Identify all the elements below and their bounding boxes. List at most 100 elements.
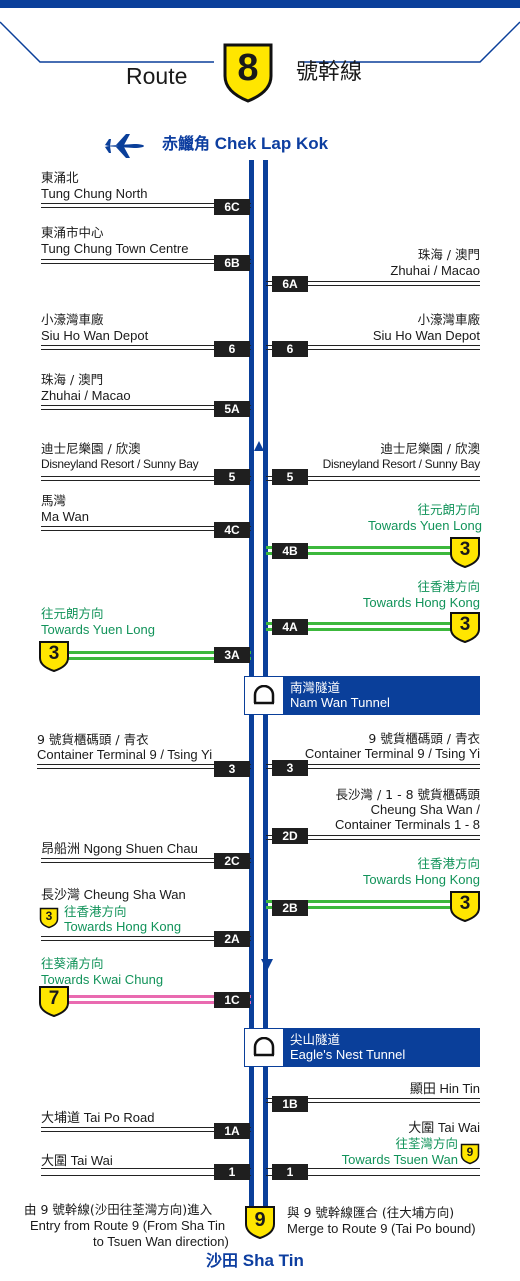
exit-1-right-badge: 1 (272, 1164, 308, 1180)
north-destination-en: Chek Lap Kok (214, 134, 329, 153)
entry-route-9-zh: 由 9 號幹線(沙田往荃灣方向)進入 (24, 1202, 213, 1217)
exit-6a-zh: 珠海 / 澳門 (417, 247, 480, 262)
exit-1a-label: 大埔道 Tai Po Road (41, 1110, 155, 1125)
exit-2b-badge: 2B (272, 900, 308, 916)
exit-1b-label: 顯田 Hin Tin (409, 1081, 480, 1096)
exit-4a-zh: 往香港方向 (417, 579, 480, 594)
exit-5a-line (41, 405, 251, 407)
south-destination-zh: 沙田 (206, 1251, 239, 1270)
exit-4b-zh: 往元朗方向 (417, 502, 480, 517)
south-destination-en: Sha Tin (242, 1251, 304, 1270)
north-destination-zh: 赤鱲角 (162, 134, 211, 153)
exit-2a-route-3-shield: 3 (39, 907, 59, 929)
entry-route-9-en2: to Tsuen Wan direction) (93, 1234, 229, 1249)
exit-1-right-route-9-shield: 9 (460, 1143, 480, 1165)
exit-1c-badge: 1C (214, 992, 250, 1008)
exit-5a-line2 (41, 409, 251, 411)
tunnel-icon (253, 685, 275, 705)
exit-5a-badge: 5A (214, 401, 250, 417)
exit-1b-line (266, 1098, 480, 1100)
exit-6-left-en: Siu Ho Wan Depot (41, 328, 149, 343)
exit-3-left-line2 (37, 768, 251, 770)
exit-1-left-badge: 1 (214, 1164, 250, 1180)
nam-wan-tunnel: 南灣隧道 Nam Wan Tunnel (244, 676, 480, 715)
exit-3-left-badge: 3 (214, 761, 250, 777)
exit-1-left-line (41, 1168, 251, 1170)
exit-1c-route-7-shield: 7 (38, 985, 70, 1017)
exit-1-left-label: 大圍 Tai Wai (41, 1153, 113, 1168)
exit-2c-badge: 2C (214, 853, 250, 869)
exit-2a-en: Towards Hong Kong (64, 919, 182, 934)
exit-6-right-badge: 6 (272, 341, 308, 357)
exit-4b-route-number: 3 (459, 539, 471, 560)
exit-1-right-route-number: 9 (466, 1145, 474, 1159)
route-9-shield: 9 (244, 1205, 276, 1239)
exit-5a-en: Zhuhai / Macao (41, 388, 131, 403)
exit-2a-badge: 2A (214, 931, 250, 947)
exit-2c-label: 昂船洲 Ngong Shuen Chau (41, 841, 198, 856)
exit-4c-en: Ma Wan (41, 509, 89, 524)
exit-6c-zh: 東涌北 (41, 170, 79, 185)
eagles-nest-tunnel: 尖山隧道 Eagle's Nest Tunnel (244, 1028, 480, 1067)
exit-1-right-line (266, 1168, 480, 1170)
exit-1-right-en: Towards Tsuen Wan (341, 1152, 458, 1167)
exit-4b-connector (266, 546, 456, 555)
exit-2b-zh: 往香港方向 (417, 856, 480, 871)
exit-3a-badge: 3A (214, 647, 250, 663)
exit-1c-zh: 往葵涌方向 (41, 956, 104, 971)
exit-3-right-line (266, 764, 480, 766)
merge-route-9-en: Merge to Route 9 (Tai Po bound) (287, 1221, 476, 1236)
route-9-number: 9 (254, 1209, 266, 1231)
exit-2c-line2 (41, 862, 251, 864)
exit-6-right-zh: 小濠灣車廠 (417, 312, 480, 327)
exit-3-right-zh: 9 號貨櫃碼頭 / 青衣 (368, 731, 480, 746)
exit-6c-line (41, 203, 251, 205)
exit-6-right-en: Siu Ho Wan Depot (372, 328, 480, 343)
exit-6b-line2 (41, 263, 251, 265)
exit-4a-route-number: 3 (459, 614, 471, 635)
exit-6c-en: Tung Chung North (41, 186, 148, 201)
exit-2a-line1: 長沙灣 Cheung Sha Wan (41, 887, 186, 902)
airplane-icon (104, 134, 144, 158)
exit-4a-connector (266, 622, 456, 631)
northbound-arrow-icon (254, 441, 264, 451)
exit-1c-connector (66, 995, 251, 1004)
nam-wan-tunnel-en: Nam Wan Tunnel (290, 695, 390, 710)
southbound-arrow-icon (261, 959, 273, 971)
exit-4a-en: Towards Hong Kong (362, 595, 480, 610)
exit-4b-en: Towards Yuen Long (368, 518, 482, 533)
exit-2d-line2 (266, 839, 480, 841)
merge-route-9-zh: 與 9 號幹線匯合 (往大埔方向) (287, 1205, 455, 1220)
exit-1-right-line1: 大圍 Tai Wai (408, 1120, 480, 1135)
exit-2d-en1: Cheung Sha Wan / (370, 802, 480, 817)
exit-1-right-line2 (266, 1175, 480, 1177)
exit-2d-line (266, 835, 480, 837)
exit-3-left-en: Container Terminal 9 / Tsing Yi (37, 747, 213, 762)
exit-6a-badge: 6A (272, 276, 308, 292)
exit-4a-route-3-shield: 3 (449, 611, 481, 643)
exit-6a-en: Zhuhai / Macao (390, 263, 480, 278)
eagles-nest-tunnel-portal (244, 1028, 284, 1067)
north-destination: 赤鱲角 Chek Lap Kok (162, 134, 328, 154)
nam-wan-tunnel-zh: 南灣隧道 (290, 680, 341, 695)
exit-5-left-badge: 5 (214, 469, 250, 485)
exit-6-left-line (41, 345, 251, 347)
entry-route-9-en1: Entry from Route 9 (From Sha Tin (30, 1218, 226, 1233)
exit-5-right-en: Disneyland Resort / Sunny Bay (322, 457, 481, 471)
exit-5-left-line2 (41, 480, 251, 482)
exit-3-left-line (37, 764, 251, 766)
exit-6b-badge: 6B (214, 255, 250, 271)
exit-5-right-line (266, 476, 480, 478)
exit-2a-line (41, 936, 251, 938)
exit-6-left-zh: 小濠灣車廠 (41, 312, 104, 327)
exit-5-left-en: Disneyland Resort / Sunny Bay (41, 457, 199, 471)
exit-6c-badge: 6C (214, 199, 250, 215)
exit-6-right-line (266, 345, 480, 347)
exit-2d-en2: Container Terminals 1 - 8 (335, 817, 480, 832)
exit-5-left-line (41, 476, 251, 478)
exit-6b-en: Tung Chung Town Centre (41, 241, 189, 256)
exit-5a-zh: 珠海 / 澳門 (41, 372, 104, 387)
exit-6b-zh: 東涌市中心 (41, 225, 104, 240)
tunnel-icon (253, 1037, 275, 1057)
exit-4c-line (41, 526, 251, 528)
